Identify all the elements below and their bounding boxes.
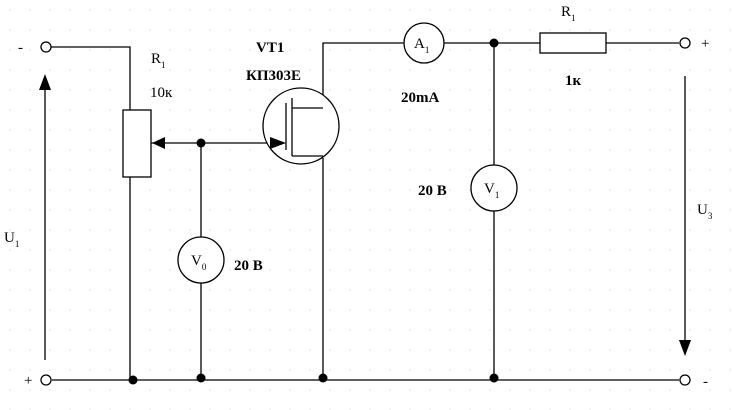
potentiometer-body	[122, 109, 152, 178]
output-bottom-polarity: -	[703, 374, 708, 390]
ammeter-range: 20mA	[401, 90, 439, 106]
ammeter-a1-symbol: A1	[414, 36, 429, 55]
output-terminal-bottom	[679, 374, 691, 386]
voltmeter-v1-range: 20 В	[418, 183, 447, 199]
voltmeter-v0-symbol: V0	[191, 253, 207, 272]
load-resistor-body	[539, 32, 607, 54]
load-resistor-name: R1	[561, 4, 576, 23]
output-voltage-arrow	[679, 76, 691, 356]
potentiometer-value: 10к	[150, 85, 173, 101]
voltmeter-v1-symbol: V1	[484, 181, 499, 200]
voltmeter-v0-range: 20 В	[234, 258, 263, 274]
output-voltage-label: U3	[697, 202, 713, 221]
output-top-polarity: +	[701, 36, 709, 52]
wire-drain-ammeter	[322, 42, 405, 108]
voltmeter-v1	[470, 164, 518, 212]
input-voltage-label: U1	[4, 230, 19, 249]
ammeter-a1	[403, 22, 445, 64]
potentiometer-name: R1	[151, 51, 166, 70]
input-top-polarity: -	[18, 40, 23, 56]
junction-dot	[489, 373, 499, 383]
potentiometer-wiper-arrow	[152, 137, 165, 149]
wire-input-top	[50, 46, 131, 110]
junction-dot	[318, 373, 328, 383]
junction-dot	[128, 375, 138, 385]
load-resistor-value: 1к	[565, 73, 582, 89]
input-terminal-top	[40, 41, 52, 53]
voltmeter-v0	[177, 236, 225, 284]
input-voltage-arrow	[39, 74, 51, 360]
junction-dots	[128, 38, 499, 385]
wires	[50, 42, 679, 381]
junction-dot	[489, 38, 499, 48]
output-terminal-top	[679, 37, 691, 49]
input-terminal-bottom	[40, 374, 52, 386]
transistor-name: VT1	[256, 40, 284, 56]
transistor-vt1	[262, 87, 340, 165]
junction-dot	[196, 138, 206, 148]
junction-dot	[196, 373, 206, 383]
input-bottom-polarity: +	[24, 373, 32, 389]
transistor-model: КП303Е	[246, 68, 301, 84]
